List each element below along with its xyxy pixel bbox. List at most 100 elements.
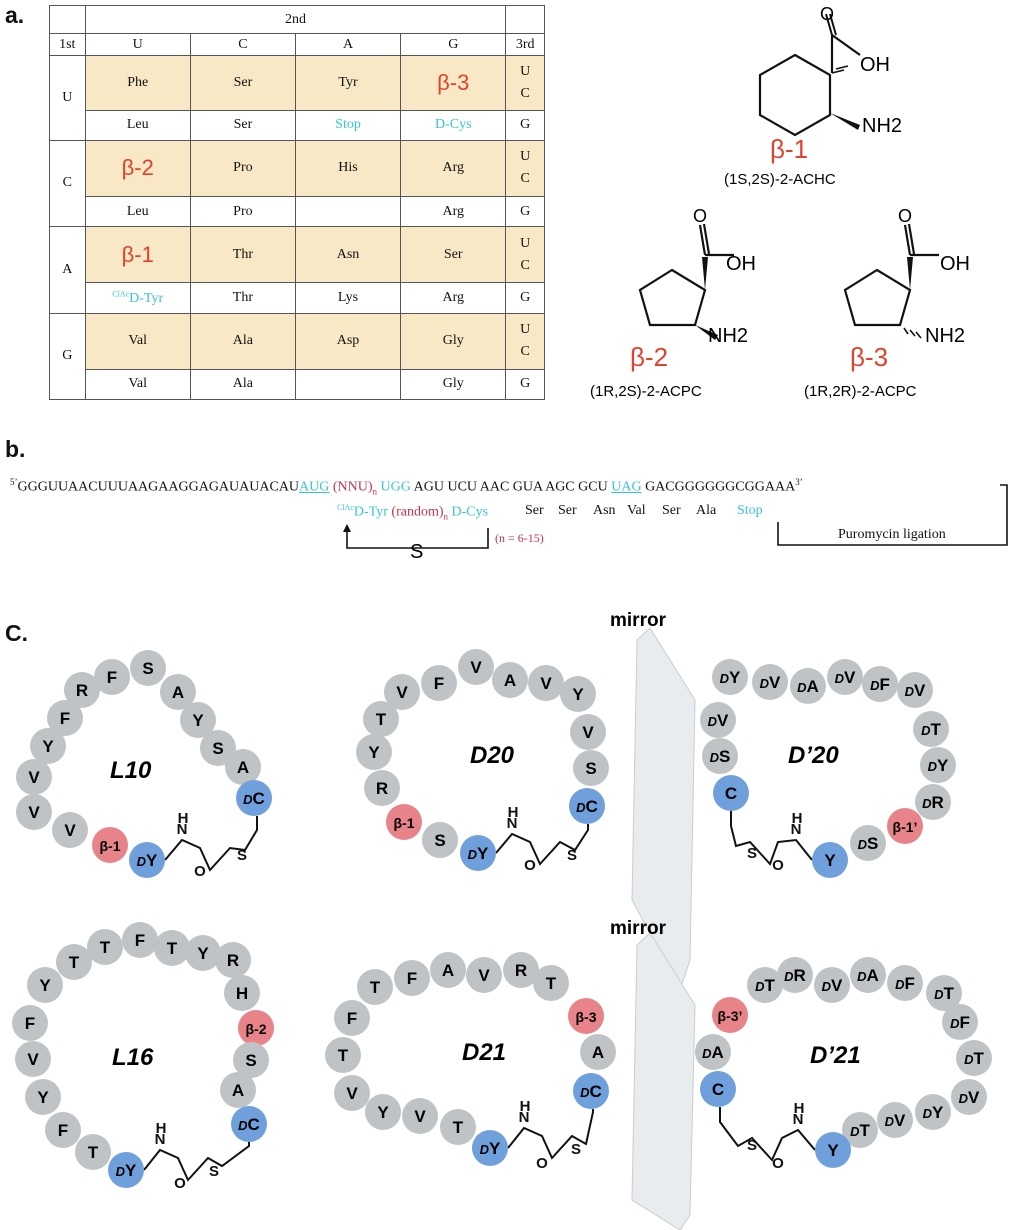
- nh2-label: NH2: [862, 115, 902, 137]
- residue-bead: V: [402, 1098, 438, 1134]
- residue-bead: V: [16, 759, 52, 795]
- bead-label: F: [25, 1014, 35, 1033]
- residue-bead: V: [15, 1041, 51, 1077]
- peptide-name-d20: D20: [470, 742, 515, 769]
- residue-bead: C: [713, 775, 749, 811]
- bead-circle: [75, 1134, 111, 1170]
- clac-superscript: ClAc: [112, 289, 130, 299]
- peptide-sequence: ClAcD-Tyr (random)n D-Cys: [337, 503, 488, 521]
- sulfur-bracket-label: S: [410, 541, 423, 560]
- residue-bead: DV: [951, 1079, 987, 1115]
- bead-label: T: [338, 1046, 349, 1065]
- tail-sequence: GACGGGGGGCGGAAA: [645, 479, 796, 495]
- bead-label: DV: [905, 681, 926, 700]
- bead-circle: [580, 1034, 616, 1070]
- codon-cell: Phe: [84, 55, 191, 111]
- linker-h-label: H: [156, 1120, 167, 1137]
- codon-cell: Ser: [189, 55, 296, 111]
- bead-circle: [15, 1041, 51, 1077]
- bead-label: DA: [702, 1043, 724, 1062]
- residue: Ser: [558, 503, 577, 518]
- thioether-linker: [495, 824, 589, 866]
- bead-label: DA: [857, 966, 879, 985]
- mirror-pane-bottom: [631, 932, 696, 1230]
- residue-bead: F: [421, 665, 457, 701]
- residue-bead: DA: [790, 668, 826, 704]
- stop-codon: UAG: [611, 479, 642, 495]
- bead-circle: [160, 674, 196, 710]
- middle-codons: AGU UCU AAC GUA AGC GCU: [413, 479, 608, 495]
- bead-circle: [130, 650, 166, 686]
- residue-bead: DY: [472, 1130, 508, 1166]
- bead-circle: [220, 1072, 256, 1108]
- oxygen-label: O: [820, 4, 834, 24]
- bead-circle: [533, 965, 569, 1001]
- residue-bead: DV: [700, 702, 736, 738]
- bead-label: Y: [572, 685, 584, 704]
- codon-cell: Thr: [189, 226, 296, 284]
- peptide-name-d21: D21: [462, 1039, 506, 1066]
- bead-circle: [460, 835, 496, 871]
- linker-s-label: S: [237, 847, 247, 864]
- bead-circle: [215, 942, 251, 978]
- bead-label: V: [414, 1107, 426, 1126]
- col-header-g: G: [400, 33, 507, 57]
- codon-cell: Asn: [294, 226, 402, 284]
- bead-label: DC: [576, 797, 598, 816]
- bead-circle: [430, 952, 466, 988]
- residue-bead: Y: [180, 702, 216, 738]
- bead-label: A: [442, 961, 454, 980]
- residue: Ser: [525, 503, 544, 518]
- peptide-name-dp21: D’21: [810, 1042, 861, 1069]
- residue: Ala: [696, 503, 717, 518]
- bead-label: DV: [835, 668, 856, 687]
- residue-bead: DV: [877, 1102, 913, 1138]
- bead-circle: [915, 784, 951, 820]
- thioether-linker: [164, 816, 258, 872]
- residue-bead: Y: [356, 734, 392, 770]
- bead-circle: [12, 1005, 48, 1041]
- residue-bead: A: [580, 1034, 616, 1070]
- residue-bead: β-3’: [712, 997, 748, 1033]
- bead-label: DT: [934, 984, 954, 1003]
- bead-label: A: [592, 1043, 604, 1062]
- bead-circle: [812, 842, 848, 878]
- oxygen-label: O: [898, 206, 912, 226]
- bead-label: β-1: [394, 815, 415, 831]
- header-3rd: 3rd: [505, 33, 545, 57]
- bead-circle: [492, 662, 528, 698]
- bead-circle: [364, 770, 400, 806]
- bead-label: S: [142, 659, 153, 678]
- bead-circle: [695, 1034, 731, 1070]
- linker-n-label: N: [155, 1131, 166, 1148]
- bead-label: DT: [850, 1121, 870, 1140]
- linker-s-label: S: [747, 845, 757, 862]
- residue-bead: DR: [777, 957, 813, 993]
- residue-bead: DY: [712, 659, 748, 695]
- bead-label: DY: [923, 1103, 944, 1122]
- bead-label: V: [470, 658, 482, 677]
- residue-bead: DS: [850, 825, 886, 861]
- linker-h-label: H: [792, 810, 803, 827]
- bead-label: V: [28, 803, 40, 822]
- sequence-connectors: S: [343, 484, 1008, 560]
- bead-label: T: [69, 953, 80, 972]
- bead-label: DS: [710, 747, 731, 766]
- residue-bead: Y: [365, 1094, 401, 1130]
- bead-label: F: [60, 709, 70, 728]
- residue-bead: DY: [129, 842, 165, 878]
- thioether-linker: [507, 1109, 594, 1160]
- bead-circle: [30, 728, 66, 764]
- residue-bead: DV: [814, 967, 850, 1003]
- panel-label-c: C.: [5, 620, 28, 646]
- bead-circle: [402, 1098, 438, 1134]
- thioether-linker: [143, 1142, 250, 1182]
- codon-cell-dcys: D-Cys: [400, 109, 507, 141]
- bead-circle: [568, 998, 604, 1034]
- bead-circle: [897, 672, 933, 708]
- residue-bead: F: [94, 659, 130, 695]
- bead-circle: [573, 1073, 609, 1109]
- bead-label: DY: [116, 1161, 137, 1180]
